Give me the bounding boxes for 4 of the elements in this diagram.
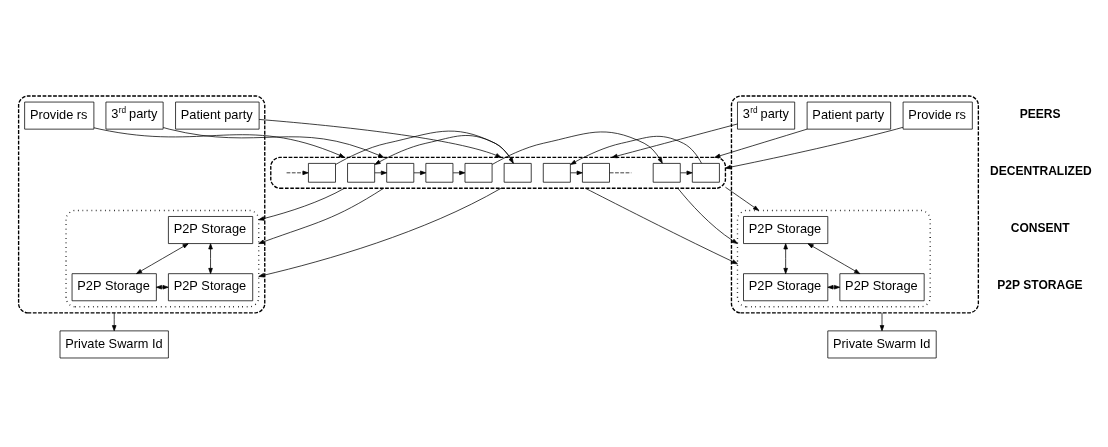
label: CONSENT xyxy=(1010,220,1070,235)
label: DECENTRALIZED xyxy=(990,163,1092,178)
label: P2P STORAGE xyxy=(997,277,1083,292)
label: PEERS xyxy=(1019,106,1061,121)
